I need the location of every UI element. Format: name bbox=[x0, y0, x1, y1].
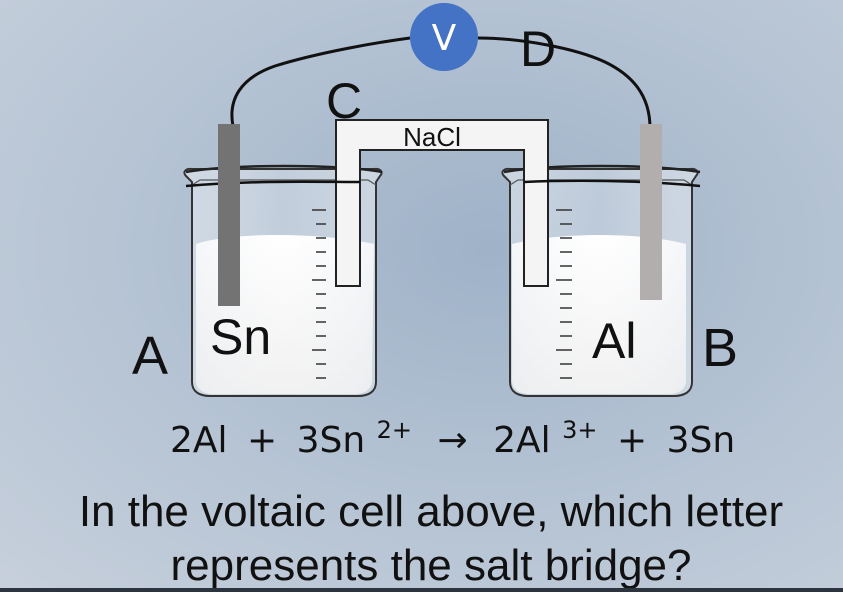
right-graduations bbox=[556, 209, 572, 379]
equation-arrow: → bbox=[438, 420, 468, 461]
salt-bridge-tube bbox=[335, 119, 549, 287]
question-line-2: represents the salt bridge? bbox=[171, 541, 692, 590]
voltmeter: V bbox=[410, 3, 478, 71]
left-wire bbox=[230, 36, 411, 127]
equation-reactant-1: 2Al bbox=[170, 420, 228, 461]
equation-product-1: 2Al bbox=[493, 420, 551, 461]
equation-product-2: 3Sn bbox=[667, 420, 736, 461]
voltmeter-label: V bbox=[432, 18, 457, 59]
salt-bridge-label: NaCl bbox=[403, 122, 461, 152]
left-graduations bbox=[312, 209, 326, 379]
equation-reactant-2-charge: 2+ bbox=[377, 416, 412, 444]
point-c-label: C bbox=[326, 73, 362, 129]
equation-reactant-2: 3Sn bbox=[297, 420, 366, 461]
equation-plus-1: + bbox=[247, 420, 277, 461]
bottom-edge-bar bbox=[0, 588, 843, 592]
point-b-label: B bbox=[702, 318, 738, 378]
al-label: Al bbox=[592, 313, 636, 369]
voltmeter-circle bbox=[410, 3, 478, 71]
salt-bridge: NaCl bbox=[185, 119, 701, 287]
right-wire bbox=[477, 36, 652, 129]
point-d-label: D bbox=[520, 21, 556, 77]
sn-electrode bbox=[218, 124, 240, 306]
equation-product-1-charge: 3+ bbox=[562, 416, 597, 444]
point-a-label: A bbox=[132, 326, 168, 386]
al-electrode bbox=[640, 124, 662, 300]
equation-plus-2: + bbox=[617, 420, 647, 461]
sn-label: Sn bbox=[210, 309, 271, 365]
question-line-1: In the voltaic cell above, which letter bbox=[79, 487, 783, 536]
reaction-equation: 2Al + 3Sn 2+ → 2Al 3+ + 3Sn bbox=[170, 406, 735, 461]
